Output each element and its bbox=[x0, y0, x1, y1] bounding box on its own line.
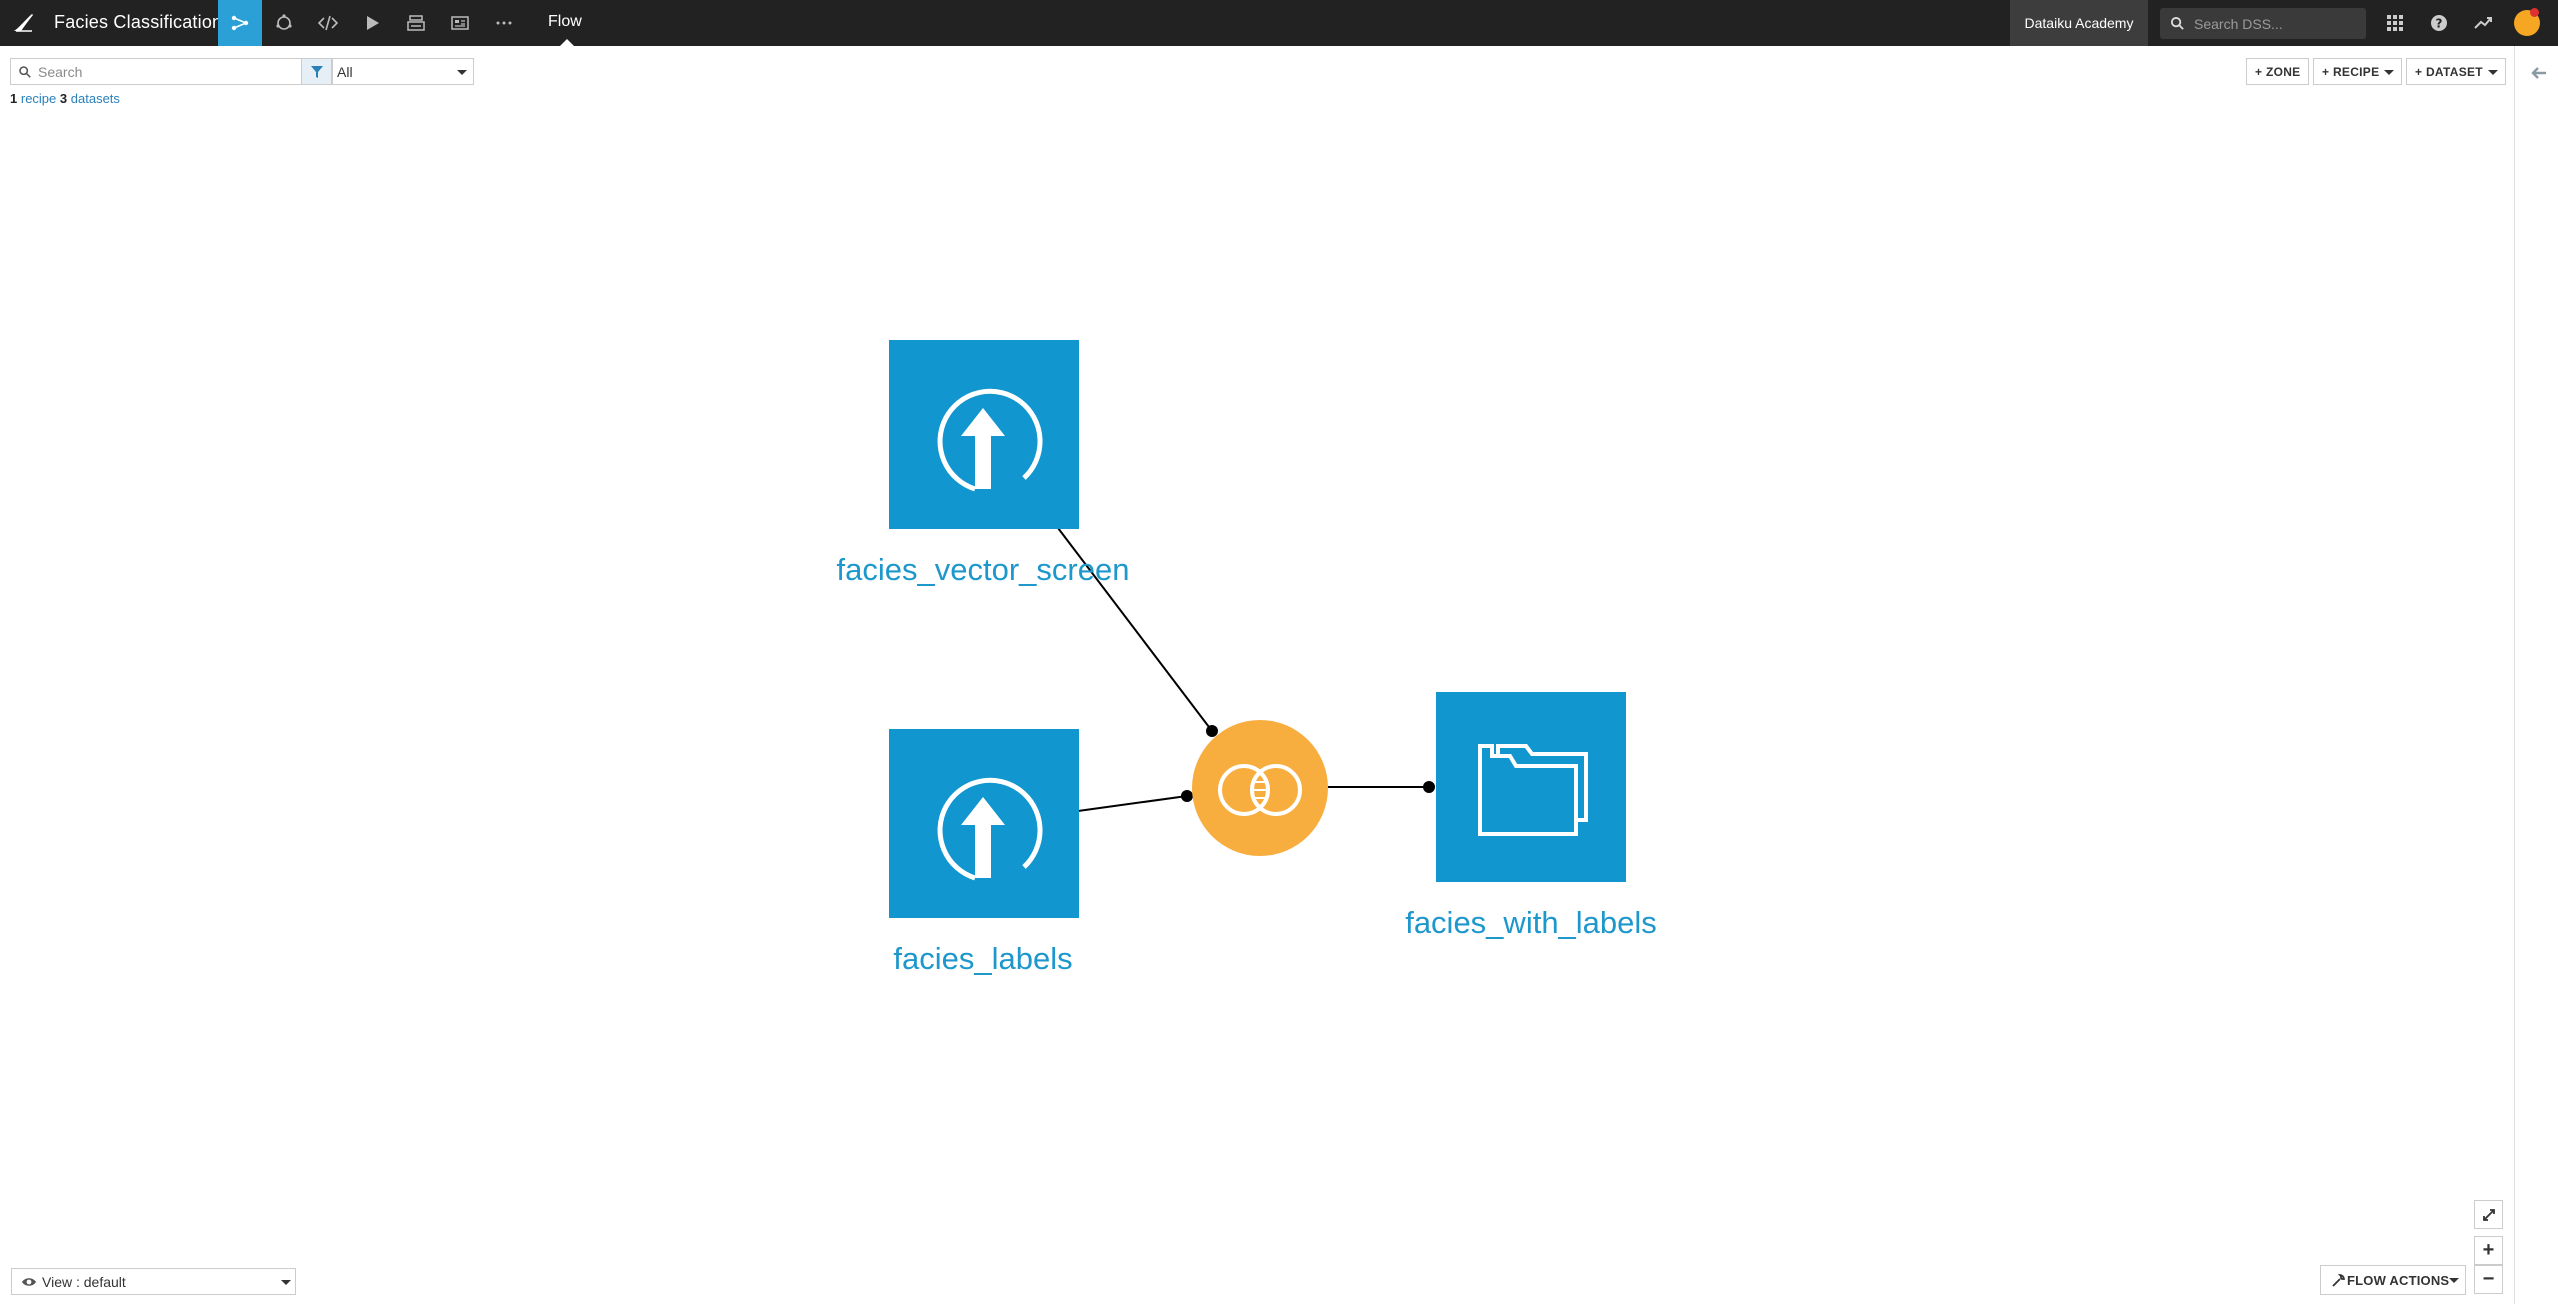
search-icon bbox=[2170, 16, 2184, 30]
chevron-down-icon bbox=[281, 1280, 291, 1285]
run-icon[interactable] bbox=[350, 0, 394, 46]
active-view-label[interactable]: Flow bbox=[548, 13, 582, 30]
edge-endpoint bbox=[1206, 725, 1218, 737]
more-icon[interactable] bbox=[482, 0, 526, 46]
join-icon bbox=[1218, 764, 1302, 816]
dataset-node-facies-labels[interactable] bbox=[889, 729, 1079, 918]
filter-select-value: All bbox=[337, 64, 353, 80]
apps-grid-icon[interactable] bbox=[2384, 12, 2406, 34]
wrench-icon bbox=[2332, 1274, 2345, 1287]
fit-to-screen-button[interactable] bbox=[2474, 1200, 2503, 1229]
edge-endpoint bbox=[1423, 781, 1435, 793]
add-recipe-label: + RECIPE bbox=[2322, 64, 2380, 79]
dataiku-logo-icon[interactable] bbox=[10, 9, 38, 37]
dataset-name-label[interactable]: facies_with_labels bbox=[1405, 905, 1657, 940]
eye-icon bbox=[22, 1278, 36, 1286]
view-select-value: View : default bbox=[42, 1274, 126, 1290]
flow-edge bbox=[1057, 527, 1213, 732]
dataset-count-link[interactable]: datasets bbox=[70, 91, 120, 106]
flow-actions-button[interactable]: FLOW ACTIONS bbox=[2320, 1265, 2466, 1295]
recipe-node-join[interactable] bbox=[1192, 720, 1328, 856]
flow-search-field[interactable] bbox=[38, 60, 298, 83]
flow-icon[interactable] bbox=[218, 0, 262, 46]
project-title[interactable]: Facies Classification bbox=[54, 12, 223, 32]
folder-icon bbox=[1478, 744, 1588, 836]
chevron-down-icon bbox=[2384, 70, 2395, 75]
notification-dot bbox=[2530, 8, 2539, 17]
right-panel-divider bbox=[2514, 46, 2515, 1304]
filter-icon bbox=[310, 65, 323, 78]
dataset-node-facies-with-labels[interactable] bbox=[1436, 692, 1626, 882]
top-navigation-bar: Facies Classification Flow Dataiku Acade… bbox=[0, 0, 2558, 46]
help-icon[interactable]: ? bbox=[2428, 12, 2450, 34]
lab-icon[interactable] bbox=[262, 0, 306, 46]
svg-text:?: ? bbox=[2436, 17, 2443, 31]
flow-edge bbox=[1077, 795, 1188, 812]
activity-trend-icon[interactable] bbox=[2472, 12, 2494, 34]
arrow-left-icon[interactable] bbox=[2528, 62, 2550, 84]
search-icon bbox=[19, 66, 31, 78]
add-dataset-button[interactable]: + DATASET bbox=[2406, 58, 2506, 85]
recipe-count-link[interactable]: recipe bbox=[20, 91, 57, 106]
upload-icon bbox=[937, 388, 1043, 492]
upload-icon bbox=[937, 777, 1043, 881]
add-zone-button[interactable]: + ZONE bbox=[2246, 58, 2310, 85]
active-view-indicator bbox=[560, 39, 574, 46]
recipe-count: 1 bbox=[10, 91, 18, 106]
publish-icon[interactable] bbox=[394, 0, 438, 46]
add-recipe-button[interactable]: + RECIPE bbox=[2313, 58, 2403, 85]
global-search-placeholder: Search DSS... bbox=[2194, 16, 2283, 32]
code-icon[interactable] bbox=[306, 0, 350, 46]
add-dataset-label: + DATASET bbox=[2415, 64, 2483, 79]
dataset-name-label[interactable]: facies_labels bbox=[893, 941, 1073, 976]
view-select[interactable]: View : default bbox=[11, 1268, 296, 1295]
filter-select[interactable]: All bbox=[332, 58, 474, 85]
dashboard-icon[interactable] bbox=[438, 0, 482, 46]
flow-search-input[interactable] bbox=[10, 58, 302, 85]
chevron-down-icon bbox=[457, 70, 467, 75]
zoom-out-button[interactable]: − bbox=[2474, 1265, 2503, 1294]
dataset-node-facies-vector-screen[interactable] bbox=[889, 340, 1079, 529]
chevron-down-icon bbox=[2449, 1278, 2459, 1283]
edge-endpoint bbox=[1181, 790, 1193, 802]
expand-icon bbox=[2482, 1208, 2495, 1221]
dataset-name-label[interactable]: facies_vector_screen bbox=[836, 552, 1130, 587]
flow-item-counts: 1 recipe 3 datasets bbox=[10, 91, 120, 106]
chevron-down-icon bbox=[2487, 70, 2498, 75]
flow-canvas[interactable] bbox=[0, 100, 2514, 1260]
flow-actions-label: FLOW ACTIONS bbox=[2347, 1273, 2450, 1288]
zoom-in-button[interactable]: + bbox=[2474, 1236, 2503, 1265]
global-search-input[interactable]: Search DSS... bbox=[2160, 8, 2366, 39]
organization-badge[interactable]: Dataiku Academy bbox=[2010, 0, 2148, 46]
filter-button[interactable] bbox=[302, 58, 332, 85]
dataset-count: 3 bbox=[59, 91, 68, 106]
